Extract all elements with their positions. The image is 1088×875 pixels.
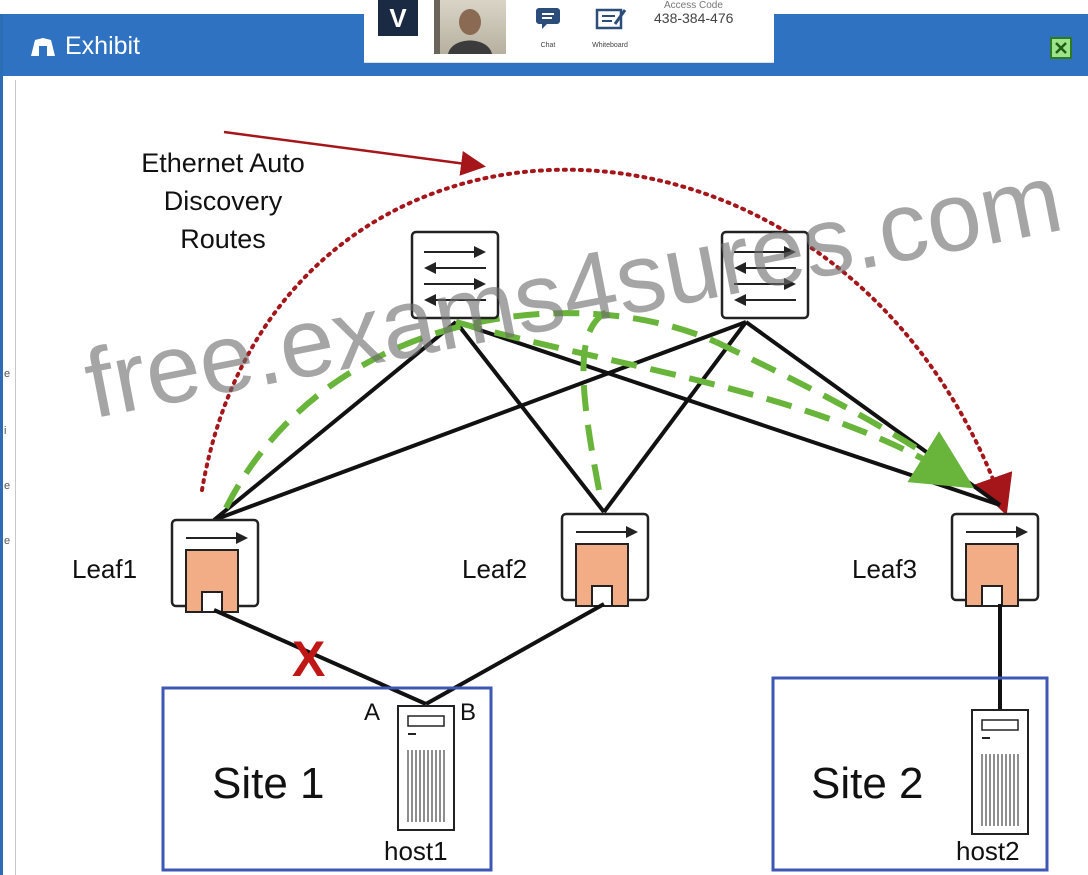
host1-label: host1	[384, 836, 448, 866]
sidebar-mark: e	[4, 368, 11, 380]
host-links	[213, 602, 1002, 710]
site1-box	[161, 686, 493, 872]
host2-server	[971, 709, 1029, 835]
leaf1-label: Leaf1	[72, 554, 137, 584]
site2-box	[771, 676, 1049, 872]
link-b-label: B	[460, 699, 476, 726]
close-button[interactable]	[1050, 37, 1072, 59]
annotation-line-3: Routes	[180, 224, 266, 254]
network-diagram: Ethernet Auto Discovery Routes	[72, 130, 1049, 872]
access-code-label: Access Code	[664, 0, 723, 11]
leaf3-switch	[950, 512, 1040, 607]
leaf1-switch	[170, 518, 260, 613]
meeting-logo: V	[378, 0, 418, 36]
exhibit-window: Exhibit Ethernet Auto Dis	[0, 14, 1088, 875]
spine-switch-2	[720, 230, 810, 320]
site1-label: Site 1	[212, 759, 325, 808]
annotation-line-1: Ethernet Auto	[141, 148, 305, 178]
spine-switch-1	[410, 230, 500, 320]
site2-label: Site 2	[811, 759, 924, 808]
sidebar-mark: e	[4, 480, 11, 492]
annotation-arrow	[223, 130, 486, 176]
ead-route-arc	[200, 167, 1013, 516]
whiteboard-button[interactable]: Whiteboard	[584, 0, 636, 56]
sidebar-mark: e	[4, 535, 11, 547]
exhibit-content: Ethernet Auto Discovery Routes	[15, 80, 1082, 875]
chat-button[interactable]: Chat	[522, 0, 574, 56]
chat-icon	[536, 8, 560, 29]
chat-label: Chat	[540, 42, 556, 49]
leaf2-label: Leaf2	[462, 554, 527, 584]
whiteboard-label: Whiteboard	[592, 42, 628, 49]
link-a-label: A	[364, 699, 380, 726]
host1-server	[397, 705, 455, 831]
participant-video[interactable]	[434, 0, 506, 54]
green-route-paths	[223, 305, 975, 510]
annotation-line-2: Discovery	[164, 186, 283, 216]
leaf2-switch	[560, 512, 650, 607]
meeting-toolbar: V Chat Whiteboard Access Code 438-384-47…	[364, 0, 774, 63]
link-failure-mark: X	[292, 631, 325, 687]
leaf3-label: Leaf3	[852, 554, 917, 584]
exhibit-icon	[31, 38, 55, 56]
fabric-links	[212, 320, 1002, 522]
participant-avatar-icon	[434, 0, 492, 54]
close-icon	[1055, 42, 1067, 54]
whiteboard-icon	[595, 8, 627, 30]
access-code-value: 438-384-476	[654, 10, 734, 26]
sidebar-mark: i	[4, 425, 7, 437]
window-title: Exhibit	[65, 32, 141, 60]
host2-label: host2	[956, 836, 1020, 866]
